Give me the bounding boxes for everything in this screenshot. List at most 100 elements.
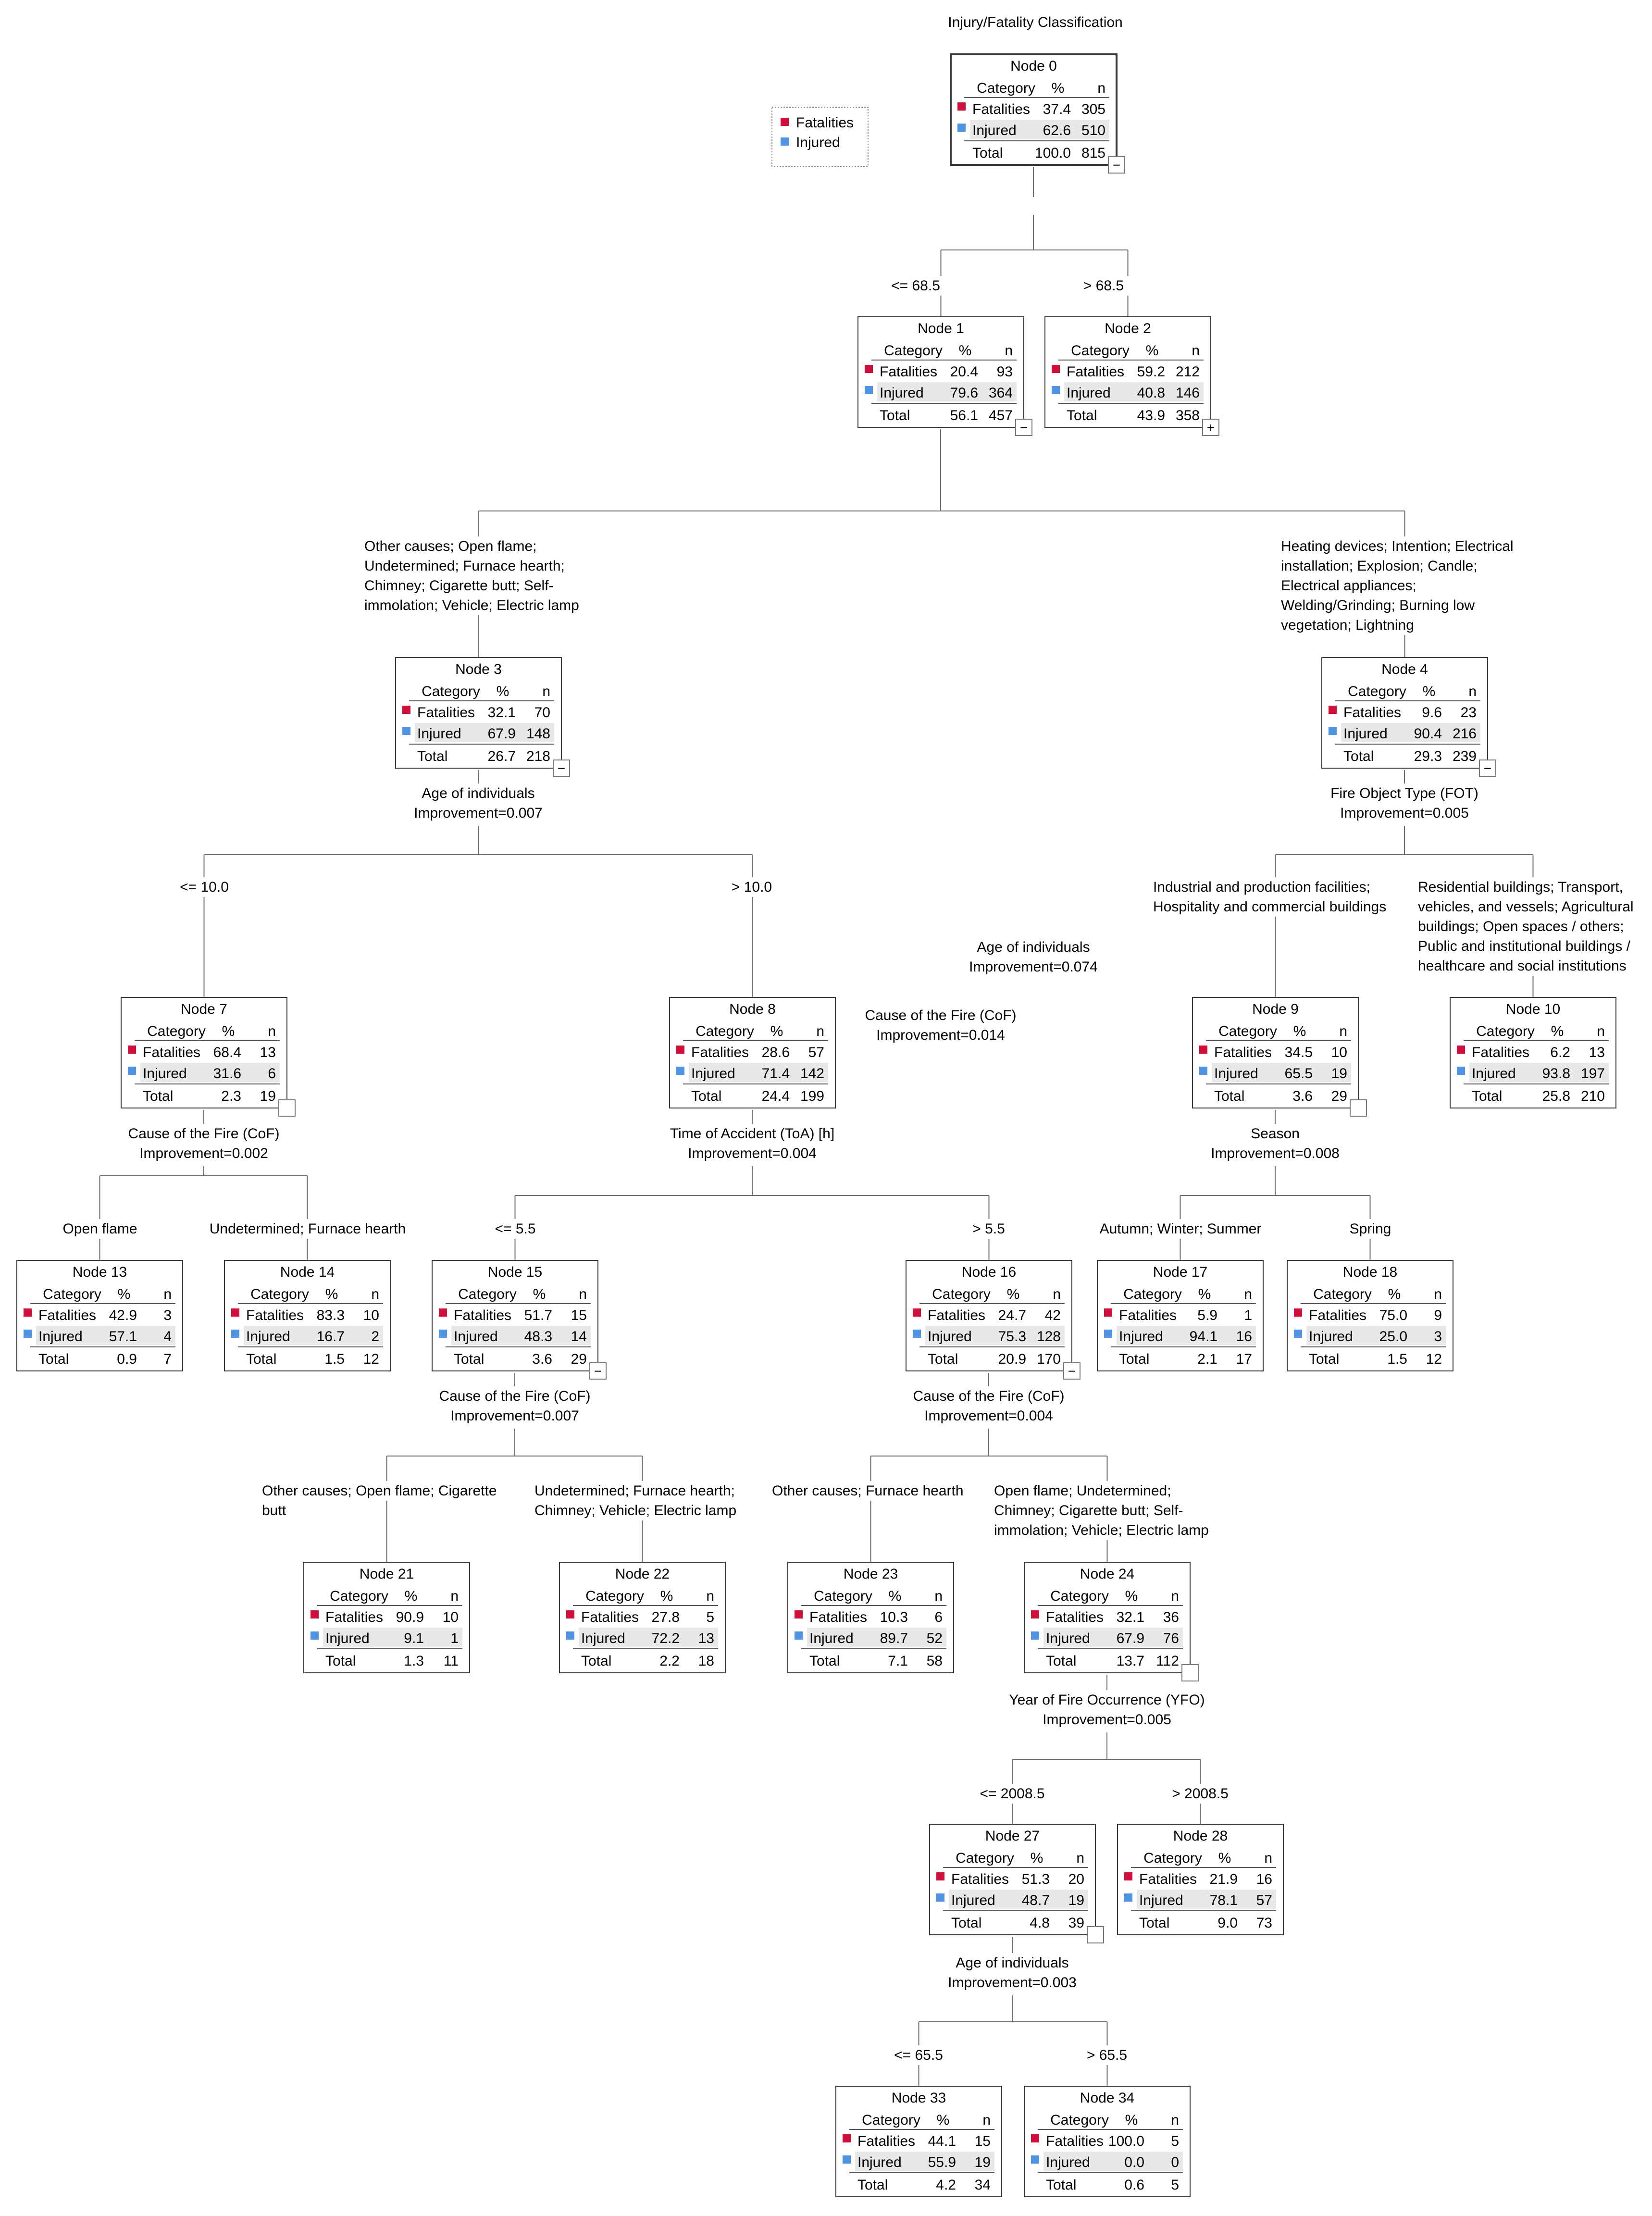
injured-count: 148 (526, 726, 550, 742)
total-percent: 1.5 (324, 1351, 345, 1367)
total-label: Total (1046, 1653, 1076, 1669)
category-header: Category (1143, 1850, 1202, 1866)
total-percent: 2.2 (659, 1653, 680, 1669)
fatalities-percent: 44.1 (928, 2133, 956, 2149)
total-label: Total (417, 748, 447, 764)
fatalities-swatch (1294, 1308, 1302, 1317)
fatalities-label: Fatalities (143, 1045, 200, 1060)
branch-label: Open flame (62, 1221, 137, 1237)
branch-label: Open flame; Undetermined; (994, 1483, 1171, 1499)
category-header: Category (585, 1588, 644, 1604)
split-label-bg (864, 1386, 1114, 1429)
branch-label-bg (770, 1481, 990, 1501)
total-label: Total (809, 1653, 840, 1669)
split-improvement-label: Improvement=0.074 (969, 959, 1098, 975)
fatalities-label: Fatalities (972, 101, 1030, 117)
node-15: Node 15Category%nFatalitiesInjuredTotal5… (432, 1260, 607, 1380)
category-header: Category (884, 343, 943, 359)
branch-label: > 2008.5 (1172, 1786, 1229, 1802)
fatalities-swatch (402, 706, 410, 714)
fatalities-percent: 51.3 (1022, 1871, 1050, 1887)
branch-label-bg (532, 1501, 775, 1520)
fatalities-label: Fatalities (809, 1609, 867, 1625)
branch-label: Hospitality and commercial buildings (1153, 899, 1386, 915)
n-header: n (1264, 1850, 1272, 1866)
collapse-toggle[interactable]: − (1108, 156, 1125, 174)
branch-label-bg (532, 1481, 760, 1501)
fatalities-swatch (913, 1308, 921, 1317)
branch-label: Chimney; Vehicle; Electric lamp (534, 1503, 736, 1519)
injured-swatch (913, 1330, 921, 1338)
total-percent: 43.9 (1137, 408, 1165, 423)
collapse-toggle[interactable]: − (553, 759, 570, 777)
total-percent: 3.6 (1292, 1088, 1313, 1104)
percent-header: % (497, 684, 509, 699)
total-percent: 20.9 (998, 1351, 1026, 1367)
fatalities-swatch (1329, 706, 1337, 714)
percent-header: % (1031, 1850, 1043, 1866)
n-header: n (450, 1588, 459, 1604)
n-header: n (1053, 1286, 1061, 1302)
fatalities-count: 13 (260, 1045, 276, 1060)
fatalities-count: 10 (443, 1609, 459, 1625)
injured-swatch (795, 1631, 803, 1640)
injured-row-shade (323, 1628, 462, 1647)
injured-swatch (865, 386, 873, 394)
injured-label: Injured (1067, 385, 1111, 401)
branch-label: immolation; Vehicle; Electric lamp (994, 1522, 1209, 1538)
node-title: Node 0 (1010, 58, 1057, 74)
branch-label: > 65.5 (1087, 2047, 1127, 2063)
injured-count: 128 (1037, 1329, 1061, 1345)
total-percent: 4.2 (936, 2177, 956, 2193)
collapse-toggle[interactable] (278, 1099, 296, 1117)
injured-percent: 48.7 (1022, 1892, 1050, 1908)
total-label: Total (246, 1351, 276, 1367)
injured-label: Injured (880, 385, 924, 401)
injured-label: Injured (1046, 2154, 1090, 2170)
injured-percent: 55.9 (928, 2154, 956, 2170)
total-label: Total (928, 1351, 958, 1367)
collapse-toggle[interactable]: − (1015, 419, 1032, 436)
node-title: Node 27 (985, 1828, 1040, 1844)
toggle-box (553, 759, 570, 777)
injured-count: 57 (1256, 1892, 1272, 1908)
legend-label: Fatalities (796, 115, 854, 131)
node-box (787, 1562, 954, 1673)
category-header: Category (1218, 1023, 1277, 1039)
fatalities-label: Fatalities (1343, 705, 1401, 721)
fatalities-count: 1 (1244, 1307, 1252, 1323)
injured-swatch (676, 1067, 684, 1075)
percent-header: % (660, 1588, 673, 1604)
injured-percent: 71.4 (762, 1066, 790, 1082)
branch-label: Residential buildings; Transport, (1418, 879, 1623, 895)
total-count: 18 (698, 1653, 714, 1669)
branch-label: <= 65.5 (894, 2047, 943, 2063)
total-count: 73 (1256, 1915, 1272, 1931)
split-variable-label: Cause of the Fire (CoF) (913, 1388, 1064, 1404)
percent-header: % (1052, 80, 1065, 96)
node-7: Node 7Category%nFatalitiesInjuredTotal68… (121, 997, 296, 1117)
collapse-toggle[interactable] (1350, 1099, 1367, 1117)
collapse-toggle[interactable]: + (1202, 419, 1219, 436)
injured-row-shade (1064, 382, 1204, 401)
branch-label: Chimney; Cigarette butt; Self- (994, 1503, 1183, 1519)
node-title: Node 33 (892, 2090, 946, 2106)
node-title: Node 13 (73, 1264, 127, 1280)
collapse-toggle[interactable]: − (1479, 759, 1496, 777)
collapse-toggle[interactable] (1087, 1926, 1104, 1943)
node-8: Node 8Category%nFatalitiesInjuredTotal28… (669, 997, 836, 1108)
collapse-toggle[interactable] (1181, 1664, 1199, 1681)
collapse-toggle[interactable]: − (1063, 1362, 1081, 1380)
fatalities-swatch (311, 1610, 319, 1618)
injured-row-shade (415, 723, 554, 742)
node-box (432, 1260, 598, 1371)
branch-label-bg (59, 1219, 141, 1239)
injured-percent: 90.4 (1414, 726, 1442, 742)
collapse-toggle[interactable]: − (589, 1362, 607, 1380)
branch-label-bg (362, 596, 628, 615)
branch-label-bg (889, 2045, 948, 2065)
branch-label-bg (1081, 2045, 1132, 2065)
legend-frame (771, 107, 869, 167)
total-label: Total (972, 145, 1003, 161)
node-24: Node 24Category%nFatalitiesInjuredTotal3… (1024, 1562, 1199, 1681)
